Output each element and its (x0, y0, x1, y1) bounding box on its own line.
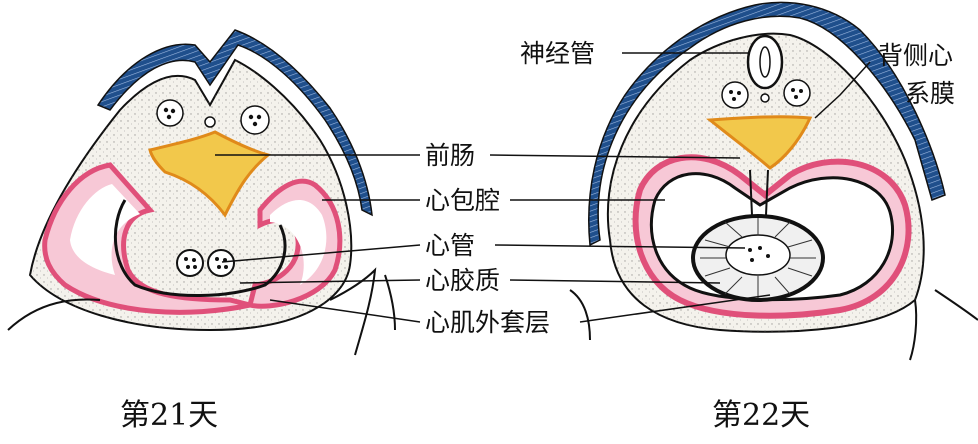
caption-day22: 第22天 (712, 398, 810, 433)
label-myoepicardial-mantle: 心肌外套层 (425, 308, 550, 337)
label-neural-tube: 神经管 (520, 39, 595, 68)
label-cardiac-jelly: 心胶质 (425, 266, 500, 295)
label-dorsal-mesocardium-2: 系膜 (905, 79, 955, 108)
day21-notochord (205, 117, 215, 127)
label-dorsal-mesocardium-1: 背侧心 (878, 41, 953, 70)
day21-embryo (8, 30, 395, 355)
label-pericardial-cavity: 心包腔 (425, 186, 500, 215)
label-heart-tube: 心管 (425, 231, 475, 260)
label-foregut: 前肠 (425, 141, 475, 170)
caption-day21: 第21天 (120, 398, 218, 433)
